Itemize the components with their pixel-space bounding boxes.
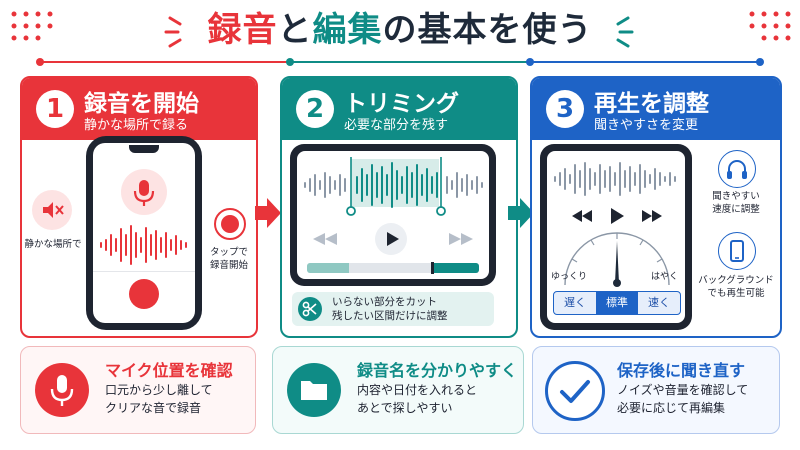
folder-icon [301, 381, 327, 400]
player-play-icon[interactable] [609, 207, 625, 225]
trim-waveform [304, 157, 483, 216]
headphones-bubble [718, 150, 756, 188]
step3-title: 再生を調整 [594, 91, 709, 117]
tip-review-line2: 必要に応じて再編集 [617, 401, 726, 415]
trim-selection [351, 159, 439, 207]
tip-card-filename: 録音名を分かりやすく 内容や日付を入れると あとで探しやすい [272, 346, 524, 434]
mic-bubble [121, 169, 167, 215]
step1-title: 録音を開始 [84, 91, 199, 117]
skip-back-icon[interactable] [571, 209, 593, 223]
tip-review-title: 保存後に聞き直す [617, 361, 746, 380]
tip-filename-title: 録音名を分かりやすく [357, 361, 518, 380]
tip-filename-line2: あとで探しやすい [357, 401, 453, 415]
speed-gauge[interactable] [555, 227, 679, 287]
record-button[interactable] [129, 279, 159, 309]
tip-mic-line1: 口元から少し離して [105, 383, 213, 397]
waveform-graphic [100, 225, 187, 265]
player-waveform [554, 162, 676, 196]
fast-forward-icon[interactable] [447, 231, 475, 247]
tip-folder-bubble [287, 363, 341, 417]
speed-slow-button[interactable]: 遅く [564, 296, 586, 309]
background-play-line1: バックグラウンド [698, 275, 774, 286]
tip-filename-text: 内容や日付を入れると あとで探しやすい [357, 381, 477, 417]
step1-phone-screen [93, 143, 195, 323]
step2-title: トリミング [344, 91, 459, 117]
tap-record-hint [214, 208, 246, 240]
rewind-icon[interactable] [311, 231, 339, 247]
skip-forward-icon[interactable] [641, 209, 663, 223]
page-title: 録音と編集の基本を使う [0, 2, 800, 51]
speed-feature-line2: 速度に調整 [712, 204, 760, 215]
phone-notch [129, 145, 159, 153]
trim-tip-line1: いらない部分をカット [332, 296, 437, 308]
sparkle-left-icon [164, 16, 182, 48]
trim-timeline[interactable] [307, 262, 479, 274]
step3-subtitle: 聞きやすさを変更 [594, 118, 699, 133]
step1-subtitle: 静かな場所で録る [84, 118, 189, 133]
headphones-icon [727, 160, 747, 179]
speaker-mute-icon [43, 202, 64, 218]
scissors-icon [302, 301, 317, 317]
play-button[interactable] [375, 223, 407, 255]
step3-player-screen: ゆっくり はやく 遅く 標準 速く [547, 151, 685, 323]
tip-review-text: ノイズや音量を確認して 必要に応じて再編集 [617, 381, 748, 417]
step1-header: 1 録音を開始 静かな場所で録る [22, 78, 256, 140]
sparkle-right-icon [616, 16, 634, 48]
step2-subtitle: 必要な部分を残す [344, 118, 449, 133]
step2-header: 2 トリミング 必要な部分を残す [282, 78, 516, 140]
tap-hint-line1: タップで [209, 247, 248, 258]
trim-tip-line2: 残したい区間だけに調整 [332, 310, 448, 322]
tip-mic-title: マイク位置を確認 [105, 361, 233, 380]
dot-grid-right-icon [749, 11, 791, 41]
tip-card-review: 保存後に聞き直す ノイズや音量を確認して 必要に応じて再編集 [532, 346, 780, 434]
phone-bubble [718, 232, 756, 270]
step3-player-device: ゆっくり はやく 遅く 標準 速く [540, 144, 692, 330]
arrow-right-teal-icon [508, 198, 534, 228]
speed-feature-label: 聞きやすい 速度に調整 [696, 190, 776, 216]
speed-fast-button[interactable]: 速く [648, 296, 670, 309]
tip-review-line1: ノイズや音量を確認して [617, 383, 749, 397]
step1-phone [86, 136, 202, 330]
trim-tip-box: いらない部分をカット 残したい区間だけに調整 [292, 292, 494, 326]
tip-check-bubble [545, 361, 605, 421]
speed-selector[interactable]: 遅く 標準 速く [553, 291, 681, 315]
mute-bubble [32, 190, 72, 230]
background-play-label: バックグラウンド でも再生可能 [694, 274, 778, 300]
dot-grid-left-icon [11, 11, 53, 41]
background-play-line2: でも再生可能 [707, 288, 765, 299]
smartphone-icon [730, 240, 744, 262]
tip-mic-text: 口元から少し離して クリアな音で録音 [105, 381, 213, 417]
tip-mic-line2: クリアな音で録音 [105, 401, 202, 415]
trim-tip-text: いらない部分をカット 残したい区間だけに調整 [332, 295, 448, 323]
tip-card-mic: マイク位置を確認 口元から少し離して クリアな音で録音 [20, 346, 256, 434]
step2-editor-device [290, 144, 496, 286]
fast-label: はやく [651, 272, 679, 282]
arrow-right-red-icon [255, 198, 281, 228]
step3-number: 3 [546, 90, 584, 128]
microphone-icon [50, 375, 74, 406]
speed-feature-line1: 聞きやすい [712, 191, 760, 202]
tip-mic-bubble [35, 363, 89, 417]
title-part-edit: 編集 [312, 10, 383, 50]
speed-normal-button[interactable]: 標準 [596, 292, 638, 314]
tap-hint-label: タップで 録音開始 [196, 246, 262, 272]
checkmark-icon [560, 380, 590, 403]
play-icon [387, 232, 399, 246]
title-part-record: 録音 [207, 10, 278, 50]
step1-number: 1 [36, 90, 74, 128]
title-part-rest: の基本を使う [382, 10, 593, 50]
quiet-place-label: 静かな場所で [24, 239, 82, 250]
phone-divider [93, 271, 195, 272]
tip-filename-line1: 内容や日付を入れると [357, 383, 478, 397]
title-part-and: と [277, 10, 313, 50]
title-decoration [11, 11, 791, 66]
scissors-bubble [298, 297, 322, 321]
tap-hint-line2: 録音開始 [209, 260, 248, 271]
step3-header: 3 再生を調整 聞きやすさを変更 [532, 78, 780, 140]
microphone-icon [133, 180, 155, 206]
slow-label: ゆっくり [551, 272, 588, 282]
step2-number: 2 [296, 90, 334, 128]
step2-editor-screen [297, 151, 489, 279]
